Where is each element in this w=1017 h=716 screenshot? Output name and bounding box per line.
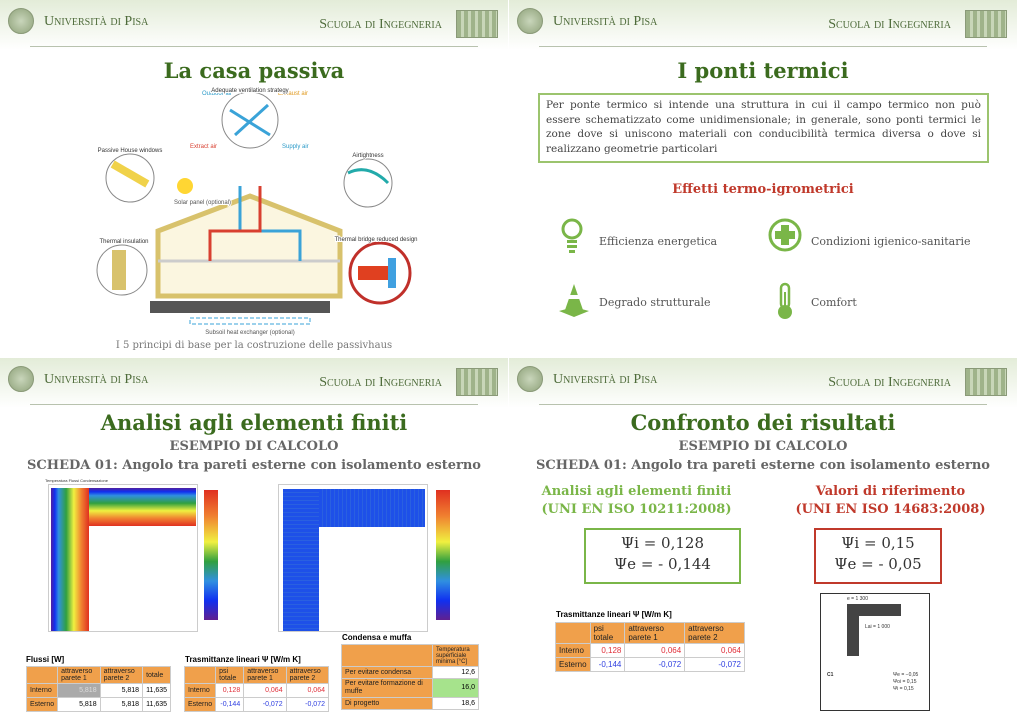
thermometer-icon bbox=[778, 282, 792, 319]
slide-title: La casa passiva bbox=[163, 58, 345, 83]
reference-heading: Valori di riferimento(UNI EN ISO 14683:2… bbox=[795, 484, 986, 517]
building-logo-icon bbox=[965, 368, 1007, 396]
temperature-map bbox=[48, 484, 198, 632]
slide-analisi-fem: Università di Pisa Scuola di Ingegneria A… bbox=[0, 358, 508, 716]
slide-title: Confronto dei risultati bbox=[630, 410, 896, 435]
diagram-caption: I 5 principi di base per la costruzione … bbox=[115, 340, 393, 351]
slide-ponti-termici: Università di Pisa Scuola di Ingegneria I… bbox=[509, 0, 1017, 358]
school-name: Scuola di Ingegneria bbox=[828, 375, 951, 390]
school-name: Scuola di Ingegneria bbox=[828, 17, 951, 32]
university-seal-icon bbox=[517, 366, 543, 392]
university-name: Università di Pisa bbox=[44, 372, 149, 387]
medical-cross-icon bbox=[768, 218, 802, 252]
fem-heading: Analisi agli elementi finiti(UNI EN ISO … bbox=[541, 484, 732, 517]
slide-confronto: Università di Pisa Scuola di Ingegneria C… bbox=[509, 358, 1017, 716]
slide-title: Analisi agli elementi finiti bbox=[100, 410, 408, 435]
university-name: Università di Pisa bbox=[44, 14, 149, 29]
extract-air-label: Extract air bbox=[190, 144, 217, 150]
slide-title: I ponti termici bbox=[677, 58, 849, 83]
heat-flux-map bbox=[278, 484, 428, 632]
effects-title: Effetti termo-igrometrici bbox=[672, 182, 854, 197]
slide-header: Università di Pisa Scuola di Ingegneria bbox=[0, 358, 508, 408]
effect-label: Condizioni igienico-sanitarie bbox=[811, 235, 971, 248]
scheda-title: SCHEDA 01: Angolo tra pareti esterne con… bbox=[27, 458, 481, 473]
windows-label: Passive House windows bbox=[98, 148, 163, 154]
outdoor-air-label: Outdoor air bbox=[202, 91, 232, 97]
slide-subtitle: ESEMPIO DI CALCOLO bbox=[678, 439, 848, 454]
trasmittanze-title: Trasmittanze lineari Ψ [W/m K] bbox=[185, 655, 301, 664]
flux-legend bbox=[436, 490, 450, 620]
slide-header: Università di Pisa Scuola di Ingegneria bbox=[509, 358, 1017, 408]
supply-air-label: Supply air bbox=[282, 144, 309, 150]
school-name: Scuola di Ingegneria bbox=[319, 375, 442, 390]
table-row: Esterno-0,144-0,072-0,072 bbox=[555, 657, 745, 672]
thermal-bridge-label: Thermal bridge reduced design bbox=[334, 237, 417, 243]
airtightness-label: Airtightness bbox=[352, 153, 383, 159]
passive-house-diagram: Outdoor air Exhaust air Extract air Supp… bbox=[96, 87, 419, 337]
slide-casa-passiva: Università di Pisa Scuola di Ingegneria L… bbox=[0, 0, 508, 358]
university-name: Università di Pisa bbox=[553, 372, 658, 387]
effect-label: Efficienza energetica bbox=[599, 235, 718, 248]
subsoil-heat-exchanger-label: Subsoil heat exchanger (optional) bbox=[205, 330, 294, 336]
university-seal-icon bbox=[8, 366, 34, 392]
school-name: Scuola di Ingegneria bbox=[319, 17, 442, 32]
slide-subtitle: ESEMPIO DI CALCOLO bbox=[169, 439, 339, 454]
ventilation-strategy-label: Adequate ventilation strategy bbox=[211, 88, 288, 94]
slide-header: Università di Pisa Scuola di Ingegneria bbox=[509, 0, 1017, 50]
condensa-table: Temperatura superficiale minima [°C] Per… bbox=[341, 644, 479, 710]
slide-header: Università di Pisa Scuola di Ingegneria bbox=[0, 0, 508, 50]
temperature-legend bbox=[204, 490, 218, 620]
exhaust-air-label: Exhaust air bbox=[278, 91, 308, 97]
fem-tabs[interactable]: Temperatura Flussi Condensazione bbox=[45, 478, 108, 483]
trasmittanze-title: Trasmittanze lineari Ψ [W/m K] bbox=[556, 610, 672, 619]
university-seal-icon bbox=[8, 8, 34, 34]
lightbulb-icon bbox=[561, 218, 583, 253]
solar-panel-label: Solar panel (optional) bbox=[174, 200, 231, 206]
building-logo-icon bbox=[965, 10, 1007, 38]
building-logo-icon bbox=[456, 368, 498, 396]
definition-box: Per ponte termico si intende una struttu… bbox=[538, 93, 989, 163]
university-name: Università di Pisa bbox=[553, 14, 658, 29]
table-row: Esterno-0,144-0,072-0,072 bbox=[183, 697, 330, 712]
building-logo-icon bbox=[456, 10, 498, 38]
traffic-cone-icon bbox=[559, 284, 589, 317]
thermal-insulation-label: Thermal insulation bbox=[99, 239, 148, 245]
university-seal-icon bbox=[517, 8, 543, 34]
scheda-title: SCHEDA 01: Angolo tra pareti esterne con… bbox=[536, 458, 990, 473]
flussi-title: Flussi [W] bbox=[26, 655, 65, 664]
effect-label: Degrado strutturale bbox=[599, 296, 711, 309]
effect-label: Comfort bbox=[811, 296, 857, 309]
condensa-title: Condensa e muffa bbox=[342, 633, 412, 642]
